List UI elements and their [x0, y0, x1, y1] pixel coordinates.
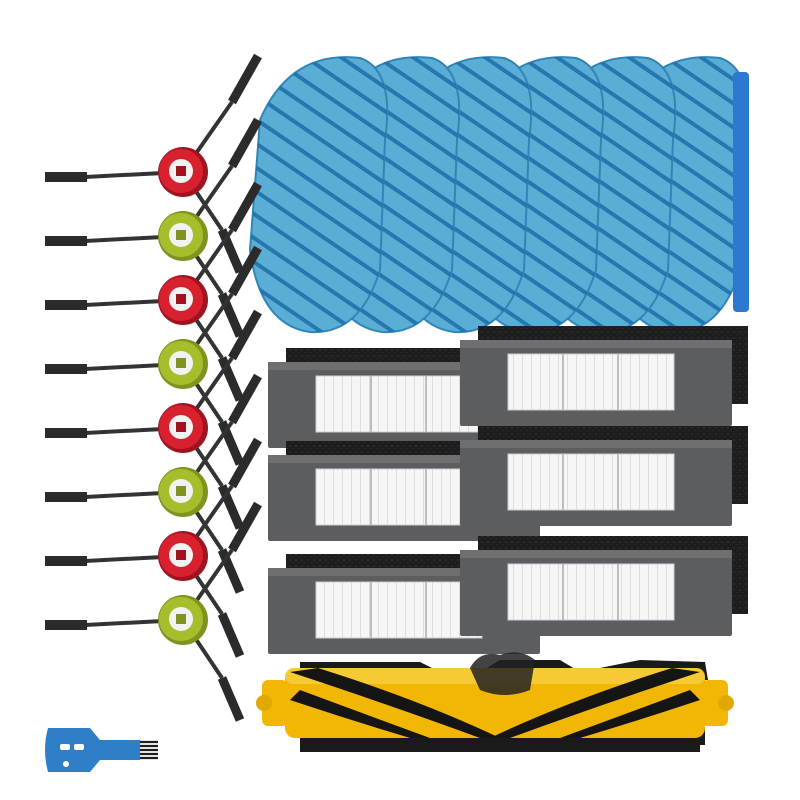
- hepa-filter: [460, 326, 748, 426]
- side-brush-hub: [158, 275, 208, 325]
- side-brush-hub: [158, 595, 208, 645]
- hepa-filter: [460, 536, 748, 636]
- main-roller-brush: [256, 652, 734, 752]
- hepa-filter: [460, 426, 748, 526]
- side-brush-hub: [158, 531, 208, 581]
- side-brush-hub: [158, 339, 208, 389]
- side-brush-hub: [158, 467, 208, 517]
- mop-pad-edge-trim: [733, 72, 749, 312]
- side-brush-hub: [158, 211, 208, 261]
- side-brush: [45, 501, 262, 722]
- mop-pad-group: [248, 56, 749, 334]
- cleaning-tool: [45, 728, 158, 772]
- side-brush-hub: [158, 403, 208, 453]
- side-brush-hub: [158, 147, 208, 197]
- mop-pad: [248, 56, 389, 334]
- hepa-filter-group: [268, 326, 748, 654]
- side-brush-group: [45, 53, 262, 722]
